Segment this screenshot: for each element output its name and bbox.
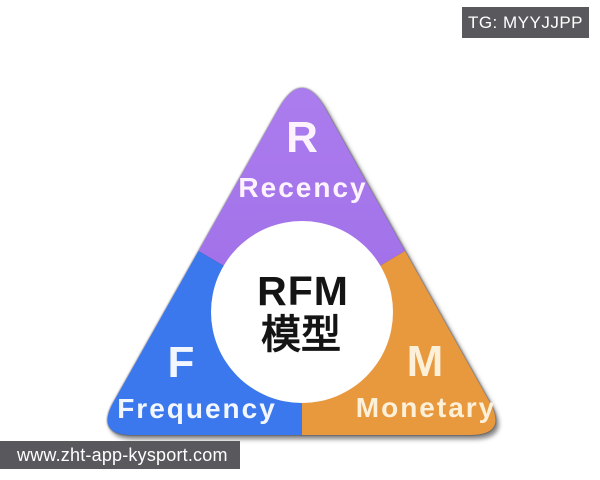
monetary-letter: M <box>407 337 444 386</box>
website-watermark-bar: www.zht-app-kysport.com <box>0 441 240 469</box>
recency-letter: R <box>286 113 318 162</box>
center-circle <box>211 221 393 403</box>
center-title-model: 模型 <box>261 313 341 357</box>
telegram-watermark-badge: TG: MYYJJPP <box>462 7 589 38</box>
frequency-letter: F <box>168 338 195 387</box>
website-watermark-text: www.zht-app-kysport.com <box>17 444 228 465</box>
recency-label: Recency <box>238 172 367 203</box>
monetary-label: Monetary <box>356 392 496 423</box>
frequency-label: Frequency <box>117 393 277 424</box>
telegram-watermark-text: TG: MYYJJPP <box>467 12 584 32</box>
center-title-rfm: RFM <box>257 268 349 314</box>
